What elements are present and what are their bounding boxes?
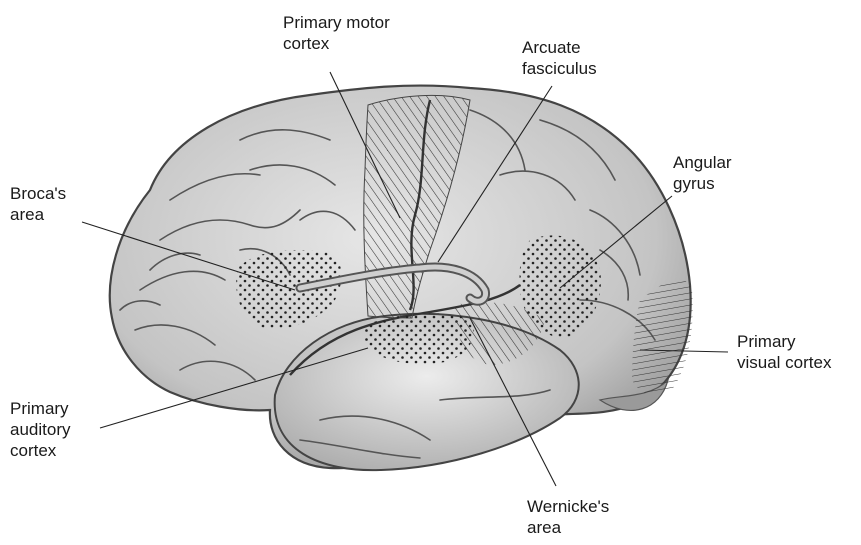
label-angular-gyrus: Angular gyrus — [673, 152, 732, 194]
label-wernickes-area: Wernicke's area — [527, 496, 609, 538]
label-primary-motor-cortex: Primary motor cortex — [283, 12, 390, 54]
label-brocas-area: Broca's area — [10, 183, 66, 225]
label-primary-visual-cortex: Primary visual cortex — [737, 331, 831, 373]
label-primary-auditory-cortex: Primary auditory cortex — [10, 398, 70, 461]
label-arcuate-fasciculus: Arcuate fasciculus — [522, 37, 597, 79]
